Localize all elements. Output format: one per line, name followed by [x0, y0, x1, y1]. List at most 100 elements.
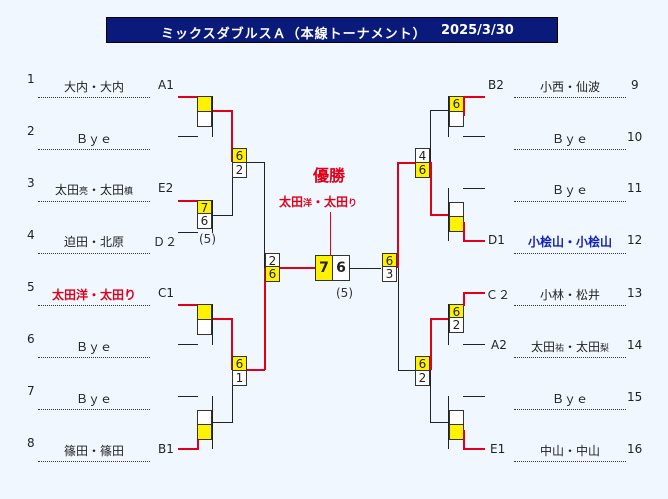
player-underline — [38, 201, 150, 202]
bracket-line — [448, 188, 449, 241]
bracket-line-winner — [463, 448, 485, 450]
champion-connector — [330, 212, 331, 256]
bracket-line-winner — [398, 162, 415, 164]
player-pair: 小林・松井 — [539, 288, 600, 302]
bracket-line — [212, 200, 213, 233]
bracket-line — [463, 344, 485, 345]
seed-number: 2 — [27, 124, 35, 138]
bracket-line — [178, 396, 198, 397]
draw-code: A1 — [158, 78, 174, 92]
bracket-line — [463, 136, 485, 137]
bracket-line-winner — [463, 96, 485, 98]
bracket-line — [212, 304, 213, 345]
player-underline — [514, 409, 626, 410]
player-underline — [38, 461, 150, 462]
bracket-line-winner — [197, 430, 199, 450]
bracket-line-winner — [178, 448, 198, 450]
bracket-line — [448, 396, 449, 449]
bracket-line — [430, 110, 448, 111]
score-box-empty — [197, 319, 212, 335]
seed-number: 5 — [27, 280, 35, 294]
seed-number: 4 — [27, 228, 35, 242]
bracket-line — [398, 268, 399, 371]
champion-name: 太田洋・太田り — [279, 195, 358, 209]
seed-number: 1 — [27, 72, 35, 86]
player-underline — [514, 305, 626, 306]
bracket-line — [232, 370, 233, 423]
player-underline — [38, 149, 150, 150]
bracket-line — [448, 96, 449, 137]
bracket-line — [448, 304, 449, 345]
bracket-line-winner — [213, 110, 232, 112]
bracket-line-winner — [264, 268, 266, 370]
bracket-line-winner — [430, 318, 432, 370]
score-box-empty-win — [197, 424, 212, 440]
seed-number: 15 — [627, 390, 643, 404]
draw-code: Ｄ２ — [153, 235, 178, 249]
player-bye: Ｂｙｅ — [75, 392, 112, 406]
player-pair: 太田祐・太田梨 — [530, 340, 610, 354]
player-underline — [38, 253, 150, 254]
draw-code: B1 — [158, 442, 174, 456]
bracket-line — [212, 396, 213, 449]
player-pair: 小西・仙波 — [539, 80, 600, 94]
score-box-empty-win — [449, 424, 464, 440]
player-bye: Ｂｙｅ — [551, 132, 588, 146]
player-bye: Ｂｙｅ — [75, 340, 112, 354]
final-score-box-win: 7 — [315, 255, 333, 281]
bracket-line-winner — [430, 214, 448, 216]
draw-code: A2 — [491, 338, 507, 352]
score-box: 2 — [449, 317, 464, 333]
bracket-line-winner — [178, 200, 198, 202]
bracket-line — [212, 96, 213, 137]
seed-number: 13 — [627, 286, 643, 300]
bracket-line-winner — [430, 318, 448, 320]
bracket-line — [463, 188, 485, 189]
event-date: 2025/3/30 — [441, 23, 514, 38]
bracket-line — [430, 370, 431, 423]
champion-label: 優勝 — [313, 166, 346, 185]
player-pair-champion: 太田洋・太田り — [51, 288, 136, 302]
player-bye: Ｂｙｅ — [75, 132, 112, 146]
score-box-win: 6 — [449, 96, 464, 112]
bracket-line — [178, 344, 198, 345]
score-box-empty — [197, 111, 212, 127]
tiebreak-note: (5) — [199, 232, 216, 246]
final-score-box: 6 — [332, 255, 350, 281]
player-pair-highlight: 小桧山・小桧山 — [527, 235, 612, 249]
seed-number: 9 — [631, 78, 639, 92]
player-underline — [38, 97, 150, 98]
bracket-line — [430, 422, 448, 423]
score-box-win: 7 — [197, 200, 212, 216]
final-tiebreak-note: (5) — [336, 286, 353, 300]
bracket-line-winner — [178, 304, 198, 306]
bracket-line — [178, 136, 198, 137]
player-underline — [38, 409, 150, 410]
score-box-empty-win — [197, 304, 212, 320]
draw-code: C1 — [158, 286, 175, 300]
score-box: 6 — [197, 213, 212, 229]
bracket-line-winner — [463, 240, 485, 242]
bracket-line — [213, 422, 232, 423]
draw-code: B2 — [488, 78, 504, 92]
bracket-line — [264, 162, 265, 268]
player-underline — [514, 357, 626, 358]
seed-number: 11 — [627, 181, 643, 195]
player-pair: 太田亮・太田槙 — [54, 183, 134, 197]
player-bye: Ｂｙｅ — [551, 392, 588, 406]
draw-code: E2 — [158, 181, 174, 195]
score-box-win: 6 — [265, 266, 280, 282]
bracket-line-winner — [231, 318, 233, 370]
bracket-line-winner — [280, 267, 315, 269]
score-box-empty-win — [197, 96, 212, 112]
player-underline — [514, 149, 626, 150]
seed-number: 10 — [627, 130, 643, 144]
score-box: 3 — [382, 266, 397, 282]
player-underline — [514, 97, 626, 98]
score-box: 1 — [232, 370, 247, 386]
event-title: ミックスダブルスＡ（本線トーナメント） — [161, 27, 427, 42]
draw-code: E1 — [490, 442, 506, 456]
score-box: 2 — [232, 162, 247, 178]
seed-number: 12 — [627, 233, 643, 247]
bracket-line — [463, 396, 485, 397]
